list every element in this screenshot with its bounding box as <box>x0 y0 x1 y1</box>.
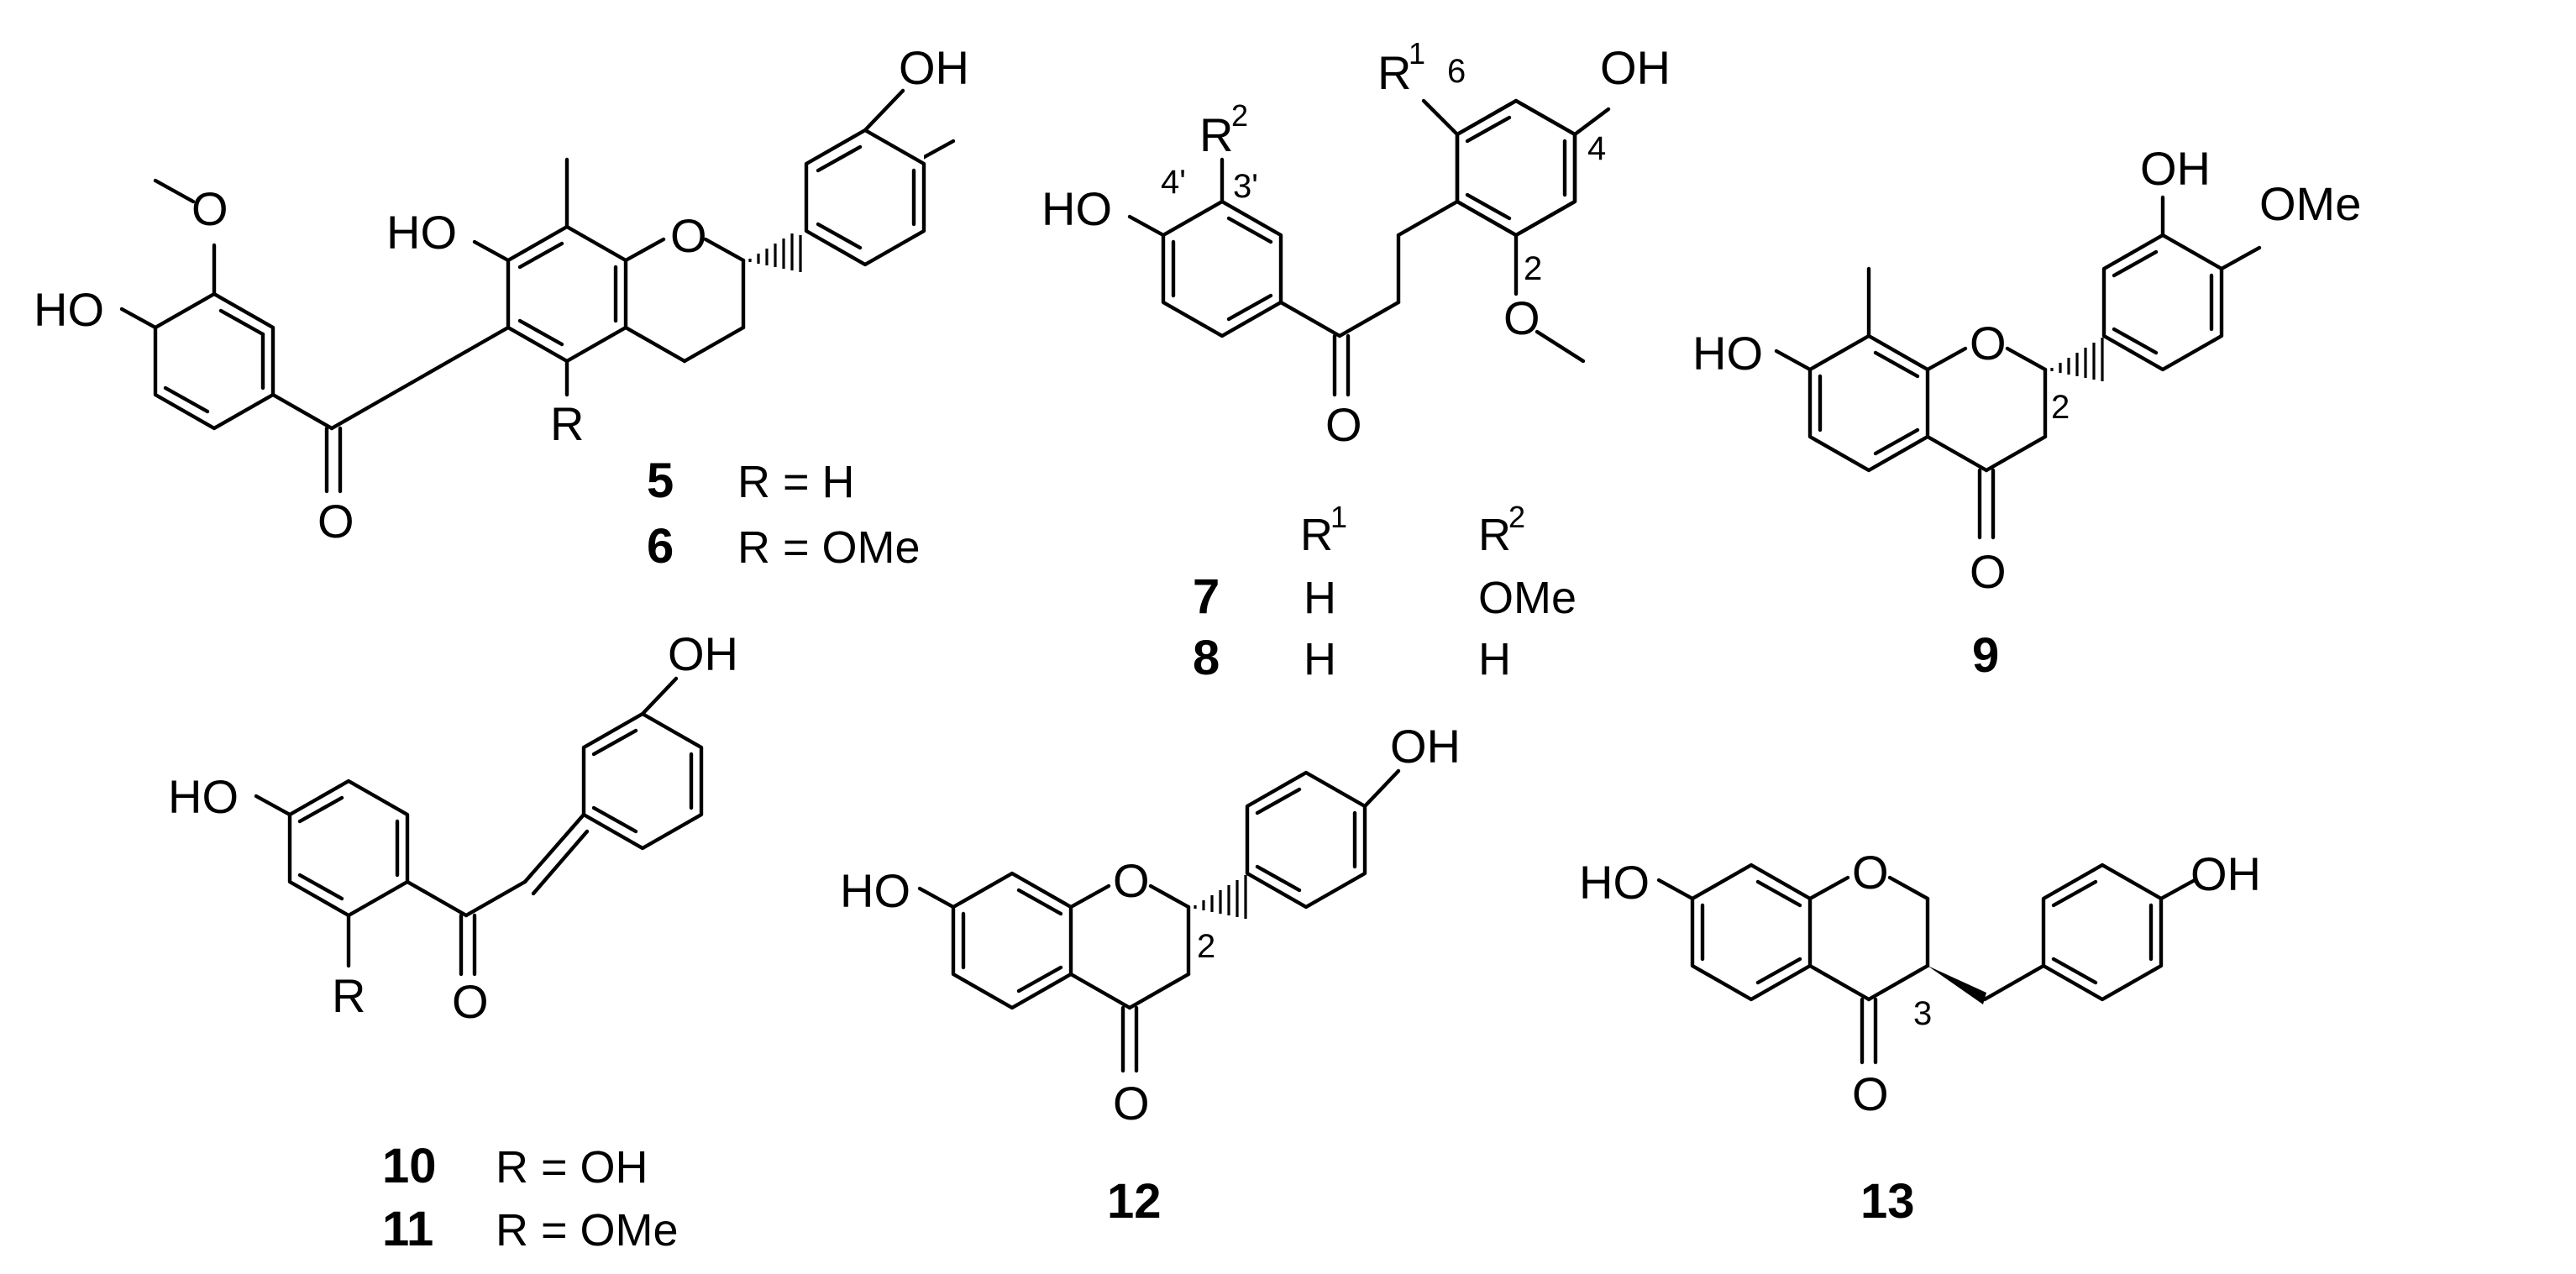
table-header-r2: R <box>1478 510 1511 560</box>
compound-number-7: 7 <box>1193 569 1220 624</box>
position-6: 6 <box>1447 53 1466 90</box>
ring-b <box>1455 98 1577 238</box>
r2-superscript: 2 <box>1231 98 1248 133</box>
compound-5-substituent: R = H <box>737 457 855 507</box>
structure-10-11 <box>254 676 704 977</box>
ring-oxygen-9: O <box>1970 317 2007 370</box>
structure-12-hash <box>1194 875 1247 919</box>
r1-superscript: 1 <box>1409 36 1425 71</box>
oh-label-10: OH <box>668 627 738 680</box>
ring-oxygen-13: O <box>1852 846 1889 899</box>
compound-11-substituent: R = OMe <box>496 1205 679 1256</box>
compound-number-13: 13 <box>1860 1174 1915 1229</box>
oh-label-12: OH <box>1390 720 1461 773</box>
structure-9 <box>1774 195 2262 540</box>
oh-label-9: OH <box>2140 142 2211 195</box>
oh-label-position-4: OH <box>1600 41 1671 94</box>
ring-carbonyl-bond <box>270 392 334 431</box>
structure-13 <box>1656 862 2197 1065</box>
compound-8-r1: H <box>1304 634 1336 684</box>
position-2: 2 <box>1524 250 1542 287</box>
methoxy-oxygen-label: O <box>191 182 228 235</box>
compound-number-11: 11 <box>382 1202 433 1256</box>
structure-5-b-ring-fix <box>798 88 926 267</box>
compound-7-r2: OMe <box>1478 573 1577 623</box>
chain-bond-2 <box>388 359 452 397</box>
ho-label-ring1: HO <box>34 283 104 336</box>
chain-7-1 <box>1337 300 1401 338</box>
position-2-12: 2 <box>1197 928 1215 965</box>
aryl-carbonyl-bond <box>1278 300 1342 338</box>
chain-7-3 <box>1396 199 1460 238</box>
compound-number-10: 10 <box>382 1139 437 1193</box>
ho-label-13: HO <box>1579 856 1650 909</box>
structure-7-8 <box>1127 98 1577 397</box>
ho-label-9: HO <box>1692 327 1763 380</box>
carbonyl-oxygen-13: O <box>1852 1067 1889 1120</box>
ome-label-9: OMe <box>2259 177 2361 230</box>
position-4prime: 4' <box>1161 164 1186 201</box>
compound-number-8: 8 <box>1193 631 1220 685</box>
r2-label: R <box>1199 108 1233 161</box>
ho-label-12: HO <box>840 864 910 917</box>
chain-bond-1 <box>329 392 393 431</box>
structure-5-6 <box>119 123 956 494</box>
phenol-b-ring-detail <box>917 139 956 162</box>
structure-7-8-ring-b <box>1421 98 1611 364</box>
oh-label-13: OH <box>2190 847 2261 900</box>
table-header-r2-sup: 2 <box>1508 500 1525 534</box>
r-label: R <box>550 397 584 450</box>
carbonyl-oxygen-10: O <box>452 975 489 1028</box>
ho-label-ring2: HO <box>386 206 457 259</box>
ho-bond-4prime <box>1127 214 1166 238</box>
chroman-oxygen-label: O <box>670 209 707 262</box>
carbonyl-oxygen-label: O <box>317 495 354 548</box>
chroman-c-ring <box>623 237 746 364</box>
ho-label-4prime: HO <box>1041 182 1112 235</box>
structure-13-wedge <box>1928 966 1986 1004</box>
structure-12 <box>917 768 1401 1073</box>
position-4: 4 <box>1587 130 1606 167</box>
chroman-a-ring <box>506 224 628 364</box>
a-ring-hydroxy-bond <box>472 239 511 263</box>
ring-a-prime <box>1161 199 1283 338</box>
position-3-13: 3 <box>1913 995 1932 1032</box>
ho-label-10: HO <box>168 770 239 823</box>
compound-number-12: 12 <box>1107 1174 1162 1229</box>
methoxy-methyl-bond <box>153 178 196 204</box>
position-2-9: 2 <box>2051 389 2070 426</box>
compound-8-r2: H <box>1478 634 1511 684</box>
r-label-10: R <box>332 969 365 1022</box>
methoxy-oxygen-7: O <box>1503 291 1540 344</box>
hydroxy-bond <box>119 307 158 330</box>
oh-label-b-ring: OH <box>899 41 969 94</box>
compound-number-5: 5 <box>647 454 674 508</box>
chain-bond-3 <box>447 325 511 364</box>
compound-number-6: 6 <box>647 519 674 574</box>
compound-7-r1: H <box>1304 573 1336 623</box>
carbonyl-oxygen-12: O <box>1113 1077 1150 1130</box>
hashed-stereo-bond <box>748 228 802 272</box>
compound-number-9: 9 <box>1972 628 1999 683</box>
ring-oxygen-12: O <box>1113 854 1150 907</box>
position-3prime: 3' <box>1233 168 1258 205</box>
compound-10-substituent: R = OH <box>496 1142 648 1193</box>
r1-label: R <box>1377 46 1411 99</box>
guaiacyl-ring <box>153 291 275 431</box>
carbonyl-oxygen-7: O <box>1325 398 1362 451</box>
structure-9-hash <box>2050 338 2104 381</box>
table-header-r1-sup: 1 <box>1330 500 1347 534</box>
carbonyl-oxygen-9: O <box>1970 545 2007 598</box>
compound-6-substituent: R = OMe <box>737 522 921 573</box>
table-header-r1: R <box>1300 510 1333 560</box>
